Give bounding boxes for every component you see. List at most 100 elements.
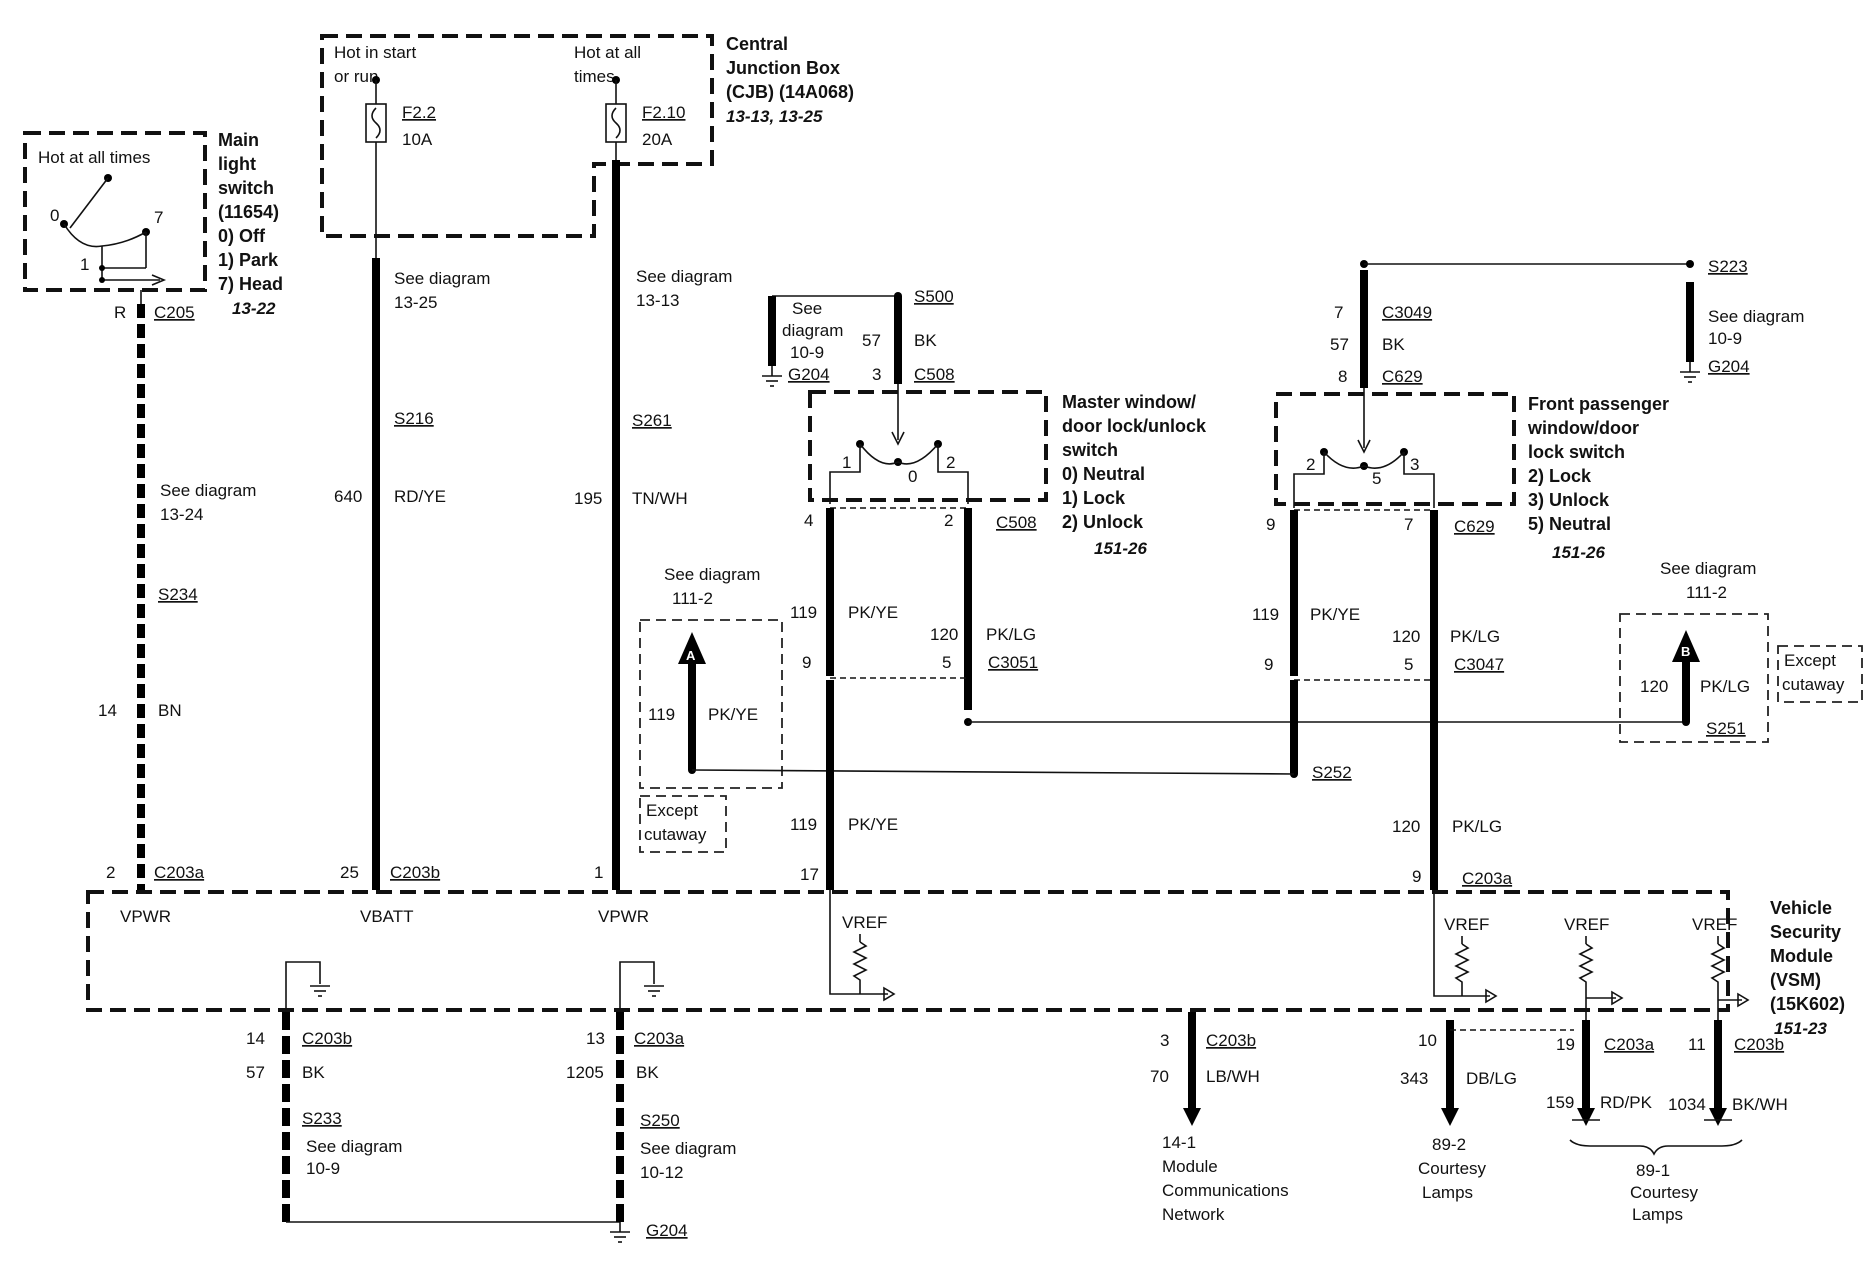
offpage-a-see-2: 111-2 (672, 589, 713, 608)
pass-color: BK (1382, 335, 1405, 354)
main-switch-title-1: Main (218, 130, 259, 150)
offpage-a-note-1: Except (646, 801, 698, 820)
wire-rdye-640: See diagram 13-25 S216 640 RD/YE 25 C203… (334, 142, 490, 890)
ground1-circuit: 57 (246, 1063, 265, 1082)
main-switch-ref: 13-22 (232, 299, 276, 318)
wire3-circuit: 195 (574, 489, 602, 508)
master-inline-pin-a: 9 (802, 653, 811, 672)
ground1-see-2: 10-9 (306, 1159, 340, 1178)
pass-ground: G204 (1708, 357, 1750, 376)
main-switch-pos7: 7 (154, 208, 163, 227)
wire2-see-2: 13-25 (394, 293, 437, 312)
vsm-title-2: Security (1770, 922, 1841, 942)
pass-pos3: 3 (1410, 455, 1419, 474)
ground-wire-1: 14 C203b 57 BK S233 See diagram 10-9 (246, 1012, 620, 1223)
main-switch-pos1: 1 (80, 255, 89, 274)
rdpk-conn: C203a (1604, 1035, 1655, 1054)
offpage-a-note-2: cutaway (644, 825, 707, 844)
main-switch-title-2: light (218, 154, 256, 174)
pass-out-pin-b: 7 (1404, 515, 1413, 534)
wire3-splice: S261 (632, 411, 672, 430)
ground1-see-1: See diagram (306, 1137, 402, 1156)
courtesy1-circuit: 343 (1400, 1069, 1428, 1088)
bkwh-conn: C203b (1734, 1035, 1784, 1054)
master-in-conn: C508 (914, 365, 955, 384)
mcn-dest-2: Module (1162, 1157, 1218, 1176)
mcn-circuit: 70 (1150, 1067, 1169, 1086)
vsm-title-3: Module (1770, 946, 1833, 966)
vref-2: VREF (1444, 915, 1489, 934)
master-c-b: 120 (930, 625, 958, 644)
cjb-title-2: Junction Box (726, 58, 840, 78)
offpage-b-see-2: 111-2 (1686, 583, 1727, 602)
wire-bn-14: R C205 See diagram 13-24 S234 14 BN 2 C2… (98, 290, 256, 890)
mcn-pin: 3 (1160, 1031, 1169, 1050)
wire2-see-1: See diagram (394, 269, 490, 288)
vsm-label-vpwr-2: VPWR (598, 907, 649, 926)
wire2-bot-conn: C203b (390, 863, 440, 882)
cjb-hot-all-1: Hot at all (574, 43, 641, 62)
pass-pos2: 2 (1306, 455, 1315, 474)
wire3-bot-pin: 1 (594, 863, 603, 882)
master-out-pin-b: 2 (944, 511, 953, 530)
vref-4: VREF (1692, 915, 1737, 934)
lower-b-pin: 9 (1412, 867, 1421, 886)
pass-title-1: Front passenger (1528, 394, 1669, 414)
master-title-6: 2) Unlock (1062, 512, 1144, 532)
wire3-color: TN/WH (632, 489, 688, 508)
courtesy1-dest-3: Lamps (1422, 1183, 1473, 1202)
cjb-ref: 13-13, 13-25 (726, 107, 823, 126)
offpage-connector-b: See diagram 111-2 B 120 PK/LG S251 Excep… (1619, 559, 1863, 743)
master-splice: S500 (914, 287, 954, 306)
main-switch-title-3: switch (218, 178, 274, 198)
ground2-conn: C203a (634, 1029, 685, 1048)
vsm-title-4: (VSM) (1770, 970, 1821, 990)
bkwh-circuit: 1034 (1668, 1095, 1706, 1114)
offpage-b-see-1: See diagram (1660, 559, 1756, 578)
master-out-conn: C508 (996, 513, 1037, 532)
courtesy2-dest-2: Courtesy (1630, 1183, 1699, 1202)
pass-title-5: 3) Unlock (1528, 490, 1610, 510)
main-switch-pos0: 0 (50, 206, 59, 225)
vsm-lock-inputs: 119 PK/YE 17 120 PK/LG 9 C203a (790, 680, 1513, 890)
cjb-title-3: (CJB) (14A068) (726, 82, 854, 102)
ground1-splice: S233 (302, 1109, 342, 1128)
wire1-circuit: 14 (98, 701, 117, 720)
ground2-see-2: 10-12 (640, 1163, 683, 1182)
output-courtesy-lamps-1: 10 343 DB/LG 89-2 Courtesy Lamps (1400, 1020, 1574, 1202)
wire2-splice: S216 (394, 409, 434, 428)
wire1-see-2: 13-24 (160, 505, 203, 524)
vsm-title-5: (15K602) (1770, 994, 1845, 1014)
pass-out-pin-a: 9 (1266, 515, 1275, 534)
wire1-top-conn: C205 (154, 303, 195, 322)
pass-col-a: PK/YE (1310, 605, 1360, 624)
main-switch-title-4: (11654) (218, 202, 279, 222)
pass-circuit: 57 (1330, 335, 1349, 354)
ground2-color: BK (636, 1063, 659, 1082)
courtesy1-color: DB/LG (1466, 1069, 1517, 1088)
pass-in-conn: C3049 (1382, 303, 1432, 322)
output-mcn: 3 C203b 70 LB/WH 14-1 Module Communicati… (1150, 1012, 1289, 1224)
offpage-b-note-1: Except (1784, 651, 1836, 670)
pass-ref: 151-26 (1552, 543, 1605, 562)
master-circuit: 57 (862, 331, 881, 350)
lower-b-color: PK/LG (1452, 817, 1502, 836)
fuse1-rating: 10A (402, 130, 433, 149)
wire2-circuit: 640 (334, 487, 362, 506)
master-pos0: 0 (908, 467, 917, 486)
vref-3: VREF (1564, 915, 1609, 934)
mcn-conn: C203b (1206, 1031, 1256, 1050)
wire2-color: RD/YE (394, 487, 446, 506)
master-ground: G204 (788, 365, 830, 384)
splice-s252: S252 (1312, 763, 1352, 782)
pass-title-4: 2) Lock (1528, 466, 1592, 486)
pass-title-3: lock switch (1528, 442, 1625, 462)
offpage-b-letter: B (1681, 644, 1690, 659)
pass-title-2: window/door (1527, 418, 1639, 438)
wire1-color: BN (158, 701, 182, 720)
pass-inline-pin-b: 5 (1404, 655, 1413, 674)
master-ref: 151-26 (1094, 539, 1147, 558)
pass-c-a: 119 (1252, 605, 1279, 624)
front-passenger-lock-switch: S223 See diagram 10-9 G204 7 C3049 57 BK… (1252, 257, 1804, 890)
